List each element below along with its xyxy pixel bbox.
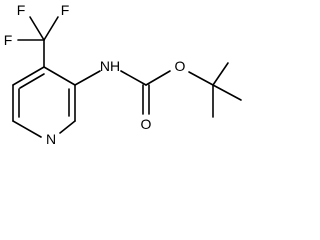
atom-label-o-ester: O xyxy=(175,58,186,74)
ring-bond-c3-c4 xyxy=(12,66,45,86)
atom-label-n-pyridine: N xyxy=(46,131,56,147)
bond-c-f-top-left xyxy=(29,16,45,41)
trifluoromethyl-group xyxy=(17,16,59,68)
bond-c2-nh xyxy=(74,70,101,86)
bond-tbu-methyl-right xyxy=(212,84,242,101)
atom-label-f-left: F xyxy=(4,32,13,48)
molecule-canvas: F F F NH O O N xyxy=(3,2,242,147)
bond-o-tbu xyxy=(188,71,214,86)
carbamate-chain xyxy=(74,62,242,118)
ring-bond-n-c2 xyxy=(59,120,76,134)
bond-c-o-ester xyxy=(145,70,171,86)
bond-tbu-methyl-top xyxy=(212,62,229,86)
atom-label-nh: NH xyxy=(100,58,120,74)
ring-double-bond-c3-c4 xyxy=(19,73,45,89)
pyridine-ring xyxy=(12,66,76,138)
ring-bond-c5-c6 xyxy=(12,120,42,138)
structure-diagram: F F F NH O O N xyxy=(4,2,242,147)
atom-label-o-carbonyl: O xyxy=(141,116,152,132)
atom-label-f-top-left: F xyxy=(17,2,26,18)
bond-nh-carbonyl-c xyxy=(120,70,147,86)
atom-label-f-top-right: F xyxy=(61,2,70,18)
bond-c-f-top-right xyxy=(43,16,59,41)
ring-bond-c3-c3a xyxy=(43,66,76,86)
